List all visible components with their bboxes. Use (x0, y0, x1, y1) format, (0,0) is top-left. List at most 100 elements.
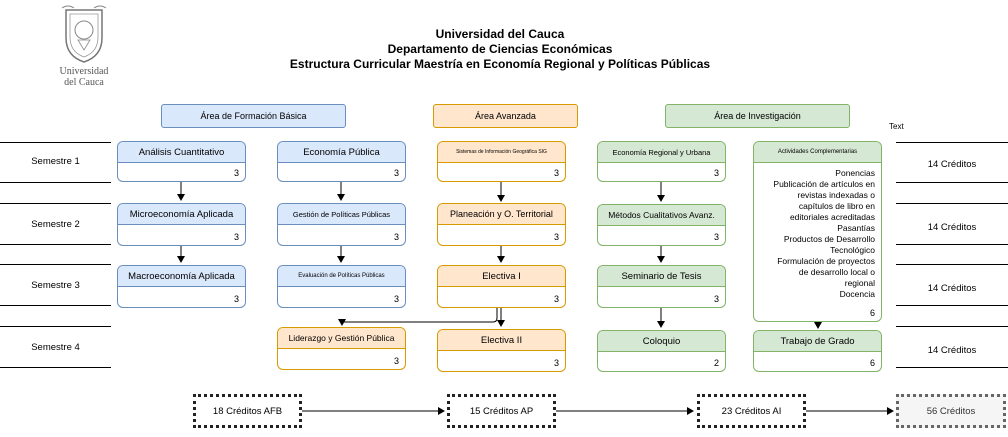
semester-divider (0, 326, 111, 327)
semester-divider (0, 244, 111, 245)
course-credits: 3 (233, 294, 239, 304)
semester-divider (0, 367, 111, 368)
semester-3-label: Semestre 3 (31, 280, 80, 291)
page-header: Universidad del Cauca Departamento de Ci… (200, 27, 800, 72)
semester-1-label: Semestre 1 (31, 156, 80, 167)
semester-3-credits: 14 Créditos (927, 283, 977, 294)
activity-item: editoriales acreditadas (789, 212, 875, 222)
university-logo: Universidad del Cauca (48, 4, 120, 98)
course-trabajo-grado[interactable]: Trabajo de Grado 6 (753, 330, 882, 372)
activity-item: revistas indexadas o (797, 190, 876, 200)
course-title: Microeconomía Aplicada (118, 204, 245, 225)
course-title: Trabajo de Grado (754, 331, 881, 352)
course-credits: 3 (713, 168, 719, 178)
course-economia-publica[interactable]: Economía Pública 3 (277, 141, 406, 182)
credits-divider (896, 142, 1008, 143)
credits-divider (896, 264, 1008, 265)
course-credits: 3 (233, 232, 239, 242)
total-afb: 18 Créditos AFB (193, 394, 302, 428)
course-title: Economía Pública (278, 142, 405, 163)
total-ap: 15 Créditos AP (447, 394, 556, 428)
logo-text-line1: Universidad (59, 66, 109, 77)
activity-item: Ponencias (835, 168, 875, 178)
header-program: Estructura Curricular Maestría en Econom… (289, 57, 711, 71)
course-title: Análisis Cuantitativo (118, 142, 245, 163)
course-credits: 3 (553, 232, 559, 242)
course-credits: 3 (393, 232, 399, 242)
course-credits: 6 (869, 308, 875, 318)
activity-item: capítulos de libro en (798, 201, 875, 211)
course-title: Electiva I (438, 266, 565, 287)
course-gestion-politicas-publicas[interactable]: Gestión de Políticas Públicas 3 (277, 203, 406, 246)
course-credits: 3 (233, 168, 239, 178)
semester-4-label: Semestre 4 (31, 342, 80, 353)
course-title: Macroeconomía Aplicada (118, 266, 245, 287)
total-ai: 23 Créditos AI (697, 394, 806, 428)
course-electiva-i[interactable]: Electiva I 3 (437, 265, 566, 308)
course-evaluacion-politicas-publicas[interactable]: Evaluación de Políticas Públicas 3 (277, 265, 406, 308)
activity-item: Pasantías (837, 223, 875, 233)
semester-divider (0, 203, 111, 204)
course-analisis-cuantitativo[interactable]: Análisis Cuantitativo 3 (117, 141, 246, 182)
semester-divider (0, 305, 111, 306)
course-title: Electiva II (438, 330, 565, 351)
activity-item: Docencia (839, 289, 875, 299)
semester-divider (0, 142, 111, 143)
area-investigacion: Área de Investigación (665, 104, 850, 128)
course-credits: 6 (869, 358, 875, 368)
header-university: Universidad del Cauca (435, 27, 565, 41)
course-credits: 3 (713, 294, 719, 304)
course-microeconomia-aplicada[interactable]: Microeconomía Aplicada 3 (117, 203, 246, 246)
logo-text-line2: del Cauca (64, 77, 104, 88)
course-credits: 3 (393, 168, 399, 178)
course-actividades-complementarias[interactable]: Actividades Complementarias Ponencias Pu… (753, 141, 882, 322)
semester-2-label: Semestre 2 (31, 219, 80, 230)
course-credits: 2 (713, 358, 719, 368)
course-credits: 3 (393, 294, 399, 304)
course-macroeconomia-aplicada[interactable]: Macroeconomía Aplicada 3 (117, 265, 246, 308)
credits-divider (896, 182, 1008, 183)
course-title: Planeación y O. Territorial (438, 204, 565, 225)
course-electiva-ii[interactable]: Electiva II 3 (437, 329, 566, 372)
course-title: Liderazgo y Gestión Pública (278, 328, 405, 349)
course-title: Evaluación de Políticas Públicas (278, 266, 405, 287)
arrow-electiva1-liderazgo (338, 308, 498, 326)
semester-4-credits: 14 Créditos (927, 345, 977, 356)
course-credits: 3 (553, 168, 559, 178)
course-title: Gestión de Políticas Públicas (278, 204, 405, 225)
course-sig[interactable]: Sistemas de Información Geográfica SIG 3 (437, 141, 566, 182)
course-credits: 3 (713, 232, 719, 242)
course-coloquio[interactable]: Coloquio 2 (597, 330, 726, 372)
activity-item: Tecnológico (830, 245, 875, 255)
total-creditos: 56 Créditos (896, 394, 1006, 428)
activity-item: regional (844, 278, 875, 288)
semester-divider (0, 264, 111, 265)
semester-1-credits: 14 Créditos (927, 159, 977, 170)
course-credits: 3 (553, 358, 559, 368)
activity-item: Productos de Desarrollo (783, 234, 875, 244)
course-liderazgo-gestion-publica[interactable]: Liderazgo y Gestión Pública 3 (277, 327, 406, 370)
course-credits: 3 (553, 294, 559, 304)
course-metodos-cualitativos[interactable]: Métodos Cualitativos Avanz. 3 (597, 204, 726, 246)
course-title: Seminario de Tesis (598, 266, 725, 287)
area-formacion-basica: Área de Formación Básica (161, 104, 346, 128)
course-economia-regional-urbana[interactable]: Economía Regional y Urbana 3 (597, 141, 726, 182)
course-seminario-tesis[interactable]: Seminario de Tesis 3 (597, 265, 726, 308)
course-title: Sistemas de Información Geográfica SIG (438, 142, 565, 163)
credits-divider (896, 203, 1008, 204)
university-crest-icon (61, 5, 107, 63)
credits-divider (896, 326, 1008, 327)
course-title: Métodos Cualitativos Avanz. (598, 205, 725, 226)
credits-divider (896, 367, 1008, 368)
course-credits: 3 (393, 356, 399, 366)
course-title: Actividades Complementarias (754, 142, 881, 163)
semester-2-credits: 14 Créditos (927, 222, 977, 233)
header-department: Departamento de Ciencias Económicas (387, 42, 613, 56)
course-title: Coloquio (598, 331, 725, 352)
area-avanzada: Área Avanzada (433, 104, 578, 128)
activity-item: de desarrollo local o (798, 267, 875, 277)
course-planeacion-territorial[interactable]: Planeación y O. Territorial 3 (437, 203, 566, 246)
activity-item: Publicación de artículos en (773, 179, 875, 189)
semester-divider (0, 182, 111, 183)
